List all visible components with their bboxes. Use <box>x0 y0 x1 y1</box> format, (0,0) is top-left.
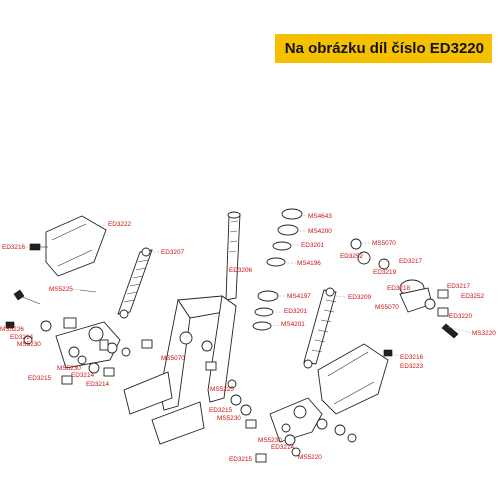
label-ms5230-left-upper: MS5230 <box>17 341 41 348</box>
part-number-banner: Na obrázku díl číslo ED3220 <box>274 34 492 63</box>
label-ed3217-lower: ED3217 <box>447 283 471 290</box>
left-hardware <box>5 243 131 385</box>
label-ms5220: MS5220 <box>298 454 322 461</box>
label-ms3220: MS3220 <box>472 330 496 337</box>
label-ed3209: ED3209 <box>348 294 372 301</box>
label-ed3216-left: ED3216 <box>2 244 26 251</box>
leader-lines <box>26 214 472 357</box>
label-ms5225-right: MS5225 <box>210 386 234 393</box>
label-ed3214-left-extra: ED3214 <box>86 381 110 388</box>
fork-stem-tube <box>225 211 241 301</box>
label-ed3222: ED3222 <box>108 221 132 228</box>
fork-frame <box>123 295 237 445</box>
label-ed3223: ED3223 <box>400 363 424 370</box>
left-guard <box>45 215 107 277</box>
label-ed3207: ED3207 <box>161 249 185 256</box>
label-ed3252-left: ED3252 <box>340 253 364 260</box>
right-guard <box>317 343 389 415</box>
label-ed3220: ED3220 <box>449 313 473 320</box>
left-shock-absorber <box>117 247 153 319</box>
label-ed3206: ED3206 <box>229 267 253 274</box>
label-ed3215-right-upper: ED3215 <box>209 407 233 414</box>
label-ms4196: MS4196 <box>297 260 321 267</box>
label-ms5230-right-lower: MS5230 <box>258 437 282 444</box>
label-ms5226: MS5226 <box>0 326 24 333</box>
label-ed3214-left-lower: ED3214 <box>71 372 95 379</box>
label-ed3201-lower: ED3201 <box>284 308 308 315</box>
label-ed3252-right: ED3252 <box>461 293 485 300</box>
label-ms5070-right: MS5070 <box>375 304 399 311</box>
right-swing-arm <box>269 397 323 443</box>
label-ed3214-left-upper: ED3214 <box>10 334 34 341</box>
label-ed3216-right: ED3216 <box>400 354 424 361</box>
label-ms4201: MS4201 <box>281 321 305 328</box>
label-ed3215-left: ED3215 <box>28 375 52 382</box>
label-ms5230-right-upper: MS5230 <box>217 415 241 422</box>
label-ms4200: MS4200 <box>308 228 332 235</box>
label-ed3201-upper: ED3201 <box>301 242 325 249</box>
label-ed3218: ED3218 <box>387 285 411 292</box>
left-swing-arm <box>55 321 121 369</box>
label-ms5230-left-lower: MS5230 <box>57 365 81 372</box>
right-hardware <box>99 238 459 463</box>
right-shock-absorber <box>303 287 337 369</box>
label-ed3214-right: ED3214 <box>271 444 295 451</box>
label-ms5225-left: MS5225 <box>49 286 73 293</box>
label-ms4197: MS4197 <box>287 293 311 300</box>
label-ed3215-bottom: ED3215 <box>229 456 253 463</box>
label-ms4643: MS4643 <box>308 213 332 220</box>
label-ed3219: ED3219 <box>373 269 397 276</box>
label-ms5070-top-right: MS5070 <box>372 240 396 247</box>
label-ed3217-upper: ED3217 <box>399 258 423 265</box>
label-ms5070-center: MS5070 <box>161 355 185 362</box>
